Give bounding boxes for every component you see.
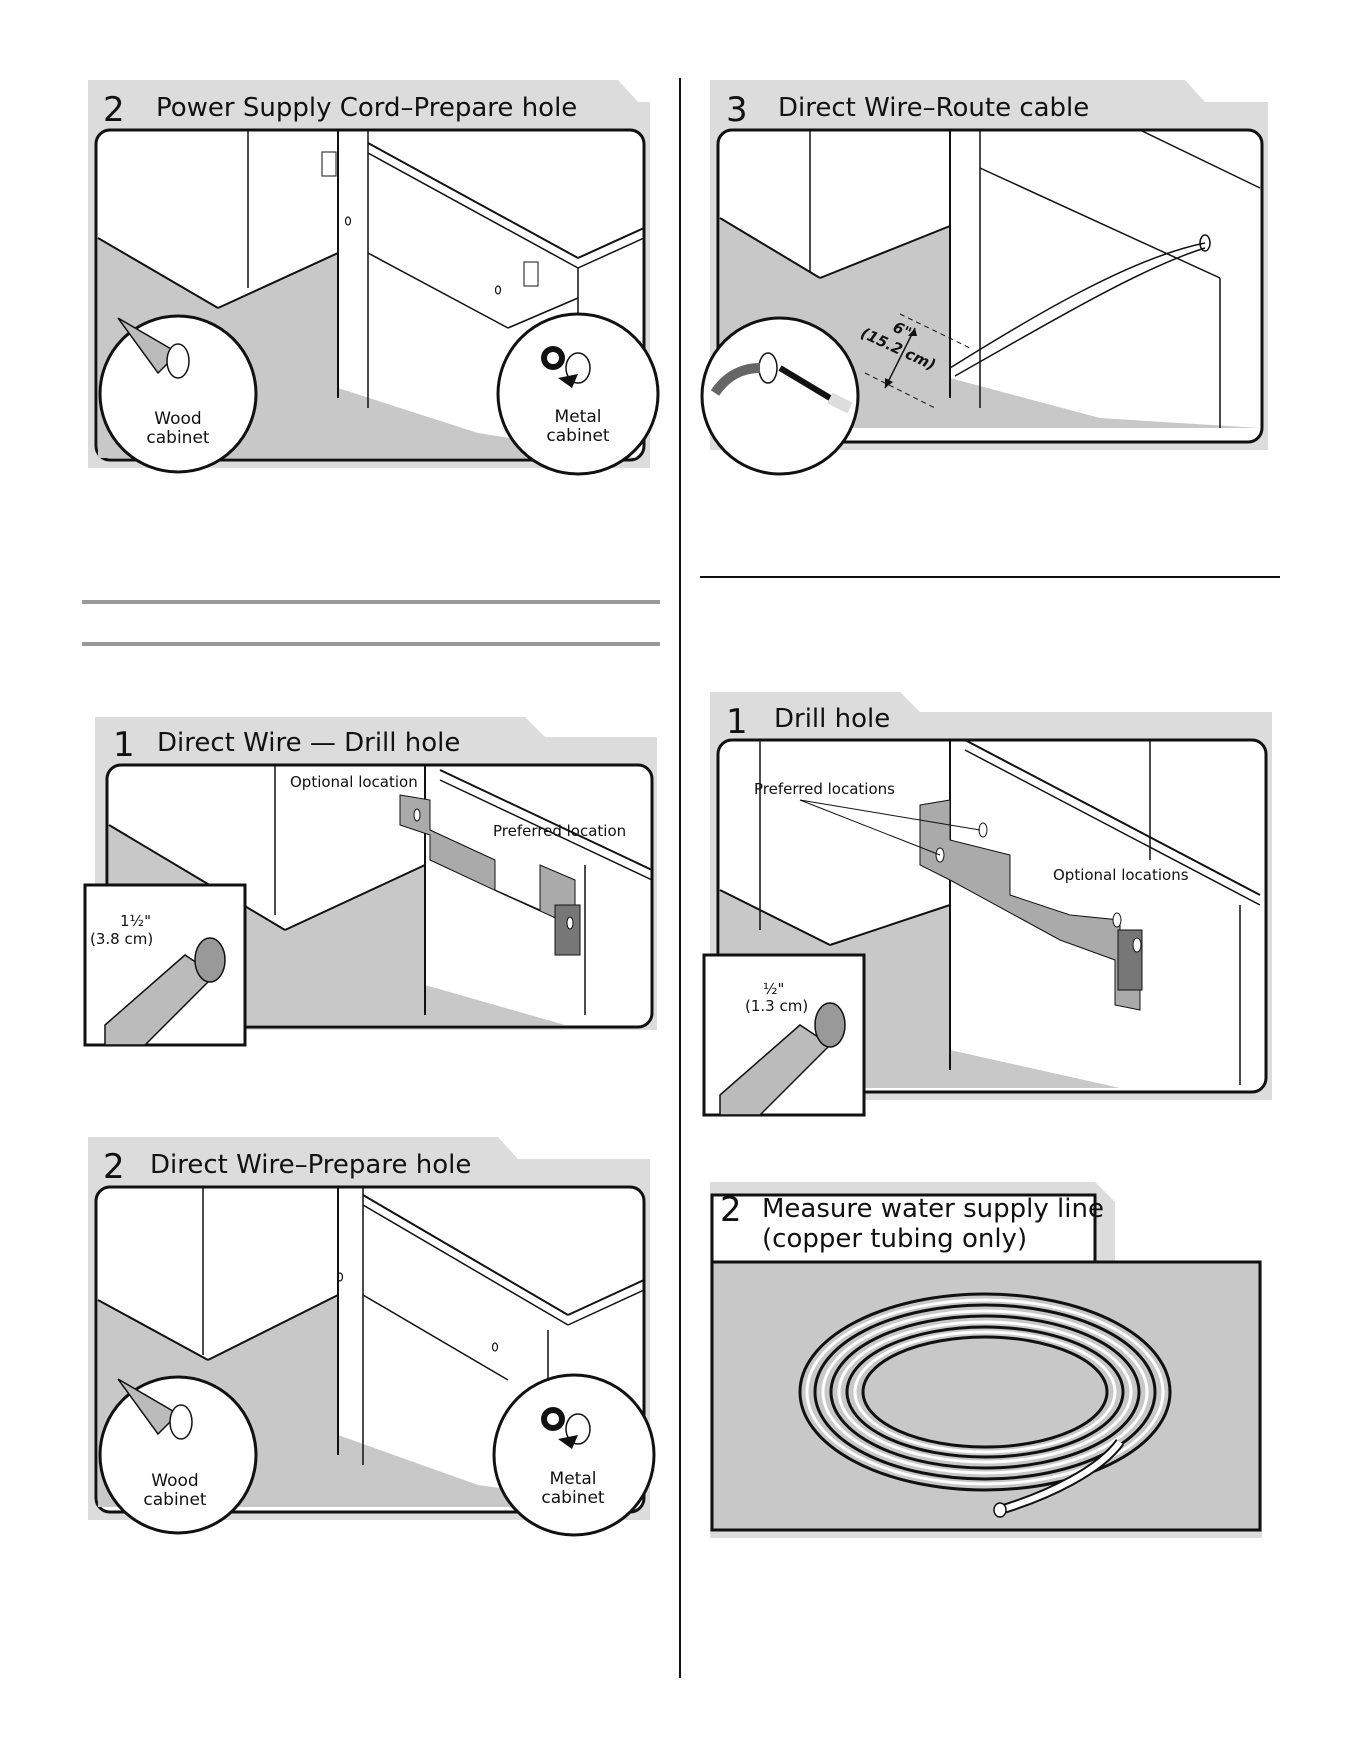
panel-title: Direct Wire–Prepare hole	[150, 1150, 472, 1180]
metal-cabinet-detail-circle	[496, 312, 660, 476]
step-number: 1	[113, 725, 135, 765]
cable-detail-circle	[700, 316, 860, 476]
metal-cabinet-label: Metal cabinet	[541, 1469, 605, 1508]
panel-title: Drill hole	[774, 704, 891, 734]
panel-title: Power Supply Cord–Prepare hole	[156, 93, 578, 123]
panel-power-cord-prepare-hole: 2 Power Supply Cord–Prepare hole Wood ca…	[78, 78, 660, 483]
panel-measure-water-supply-line: 2 Measure water supply line (copper tubi…	[700, 1180, 1275, 1545]
panel-direct-wire-route-cable: 3 Direct Wire–Route cable 6" (15.2 cm)	[700, 78, 1270, 476]
section-rule	[700, 576, 1280, 578]
panel-title-line-1: Measure water supply line	[762, 1194, 1104, 1224]
step-number: 3	[726, 90, 748, 130]
panel-direct-wire-prepare-hole: 2 Direct Wire–Prepare hole Wood cabinet …	[78, 1135, 658, 1540]
wood-cabinet-detail-circle	[98, 314, 258, 474]
drill-hole-illustration	[702, 692, 1272, 1117]
metal-cabinet-label: Metal cabinet	[546, 407, 610, 446]
drill-size-inches: ½"	[763, 980, 785, 998]
panel-title: Direct Wire — Drill hole	[157, 728, 461, 758]
wood-cabinet-label: Wood cabinet	[143, 1471, 207, 1510]
section-rule	[82, 642, 660, 646]
wood-cabinet-detail-circle	[98, 1375, 258, 1535]
step-number: 1	[726, 702, 748, 742]
column-divider	[679, 78, 681, 1678]
route-cable-illustration	[700, 80, 1268, 476]
step-number: 2	[103, 1147, 125, 1187]
optional-locations-label: Optional locations	[1053, 866, 1189, 884]
panel-title-line-2: (copper tubing only)	[762, 1224, 1028, 1254]
step-number: 2	[103, 90, 125, 130]
panel-direct-wire-drill-hole: 1 Direct Wire — Drill hole Optional loca…	[83, 715, 660, 1050]
copper-tubing-illustration	[710, 1182, 1262, 1538]
preferred-location-label: Preferred location	[493, 822, 627, 840]
drill-size-cm: (1.3 cm)	[745, 997, 809, 1015]
panel-title: Direct Wire–Route cable	[778, 93, 1090, 123]
direct-wire-drill-illustration	[83, 717, 657, 1047]
drill-size-cm: (3.8 cm)	[90, 930, 154, 948]
optional-location-label: Optional location	[290, 773, 418, 791]
metal-cabinet-detail-circle	[492, 1373, 656, 1537]
panel-drill-hole: 1 Drill hole Preferred locations Optiona…	[700, 690, 1275, 1120]
drill-size-inches: 1½"	[120, 912, 151, 930]
preferred-locations-label: Preferred locations	[754, 780, 895, 798]
section-rule	[82, 600, 660, 604]
step-number: 2	[720, 1190, 742, 1230]
direct-wire-prepare-illustration	[88, 1137, 656, 1537]
power-cord-prepare-illustration	[88, 80, 660, 476]
wood-cabinet-label: Wood cabinet	[146, 409, 210, 448]
